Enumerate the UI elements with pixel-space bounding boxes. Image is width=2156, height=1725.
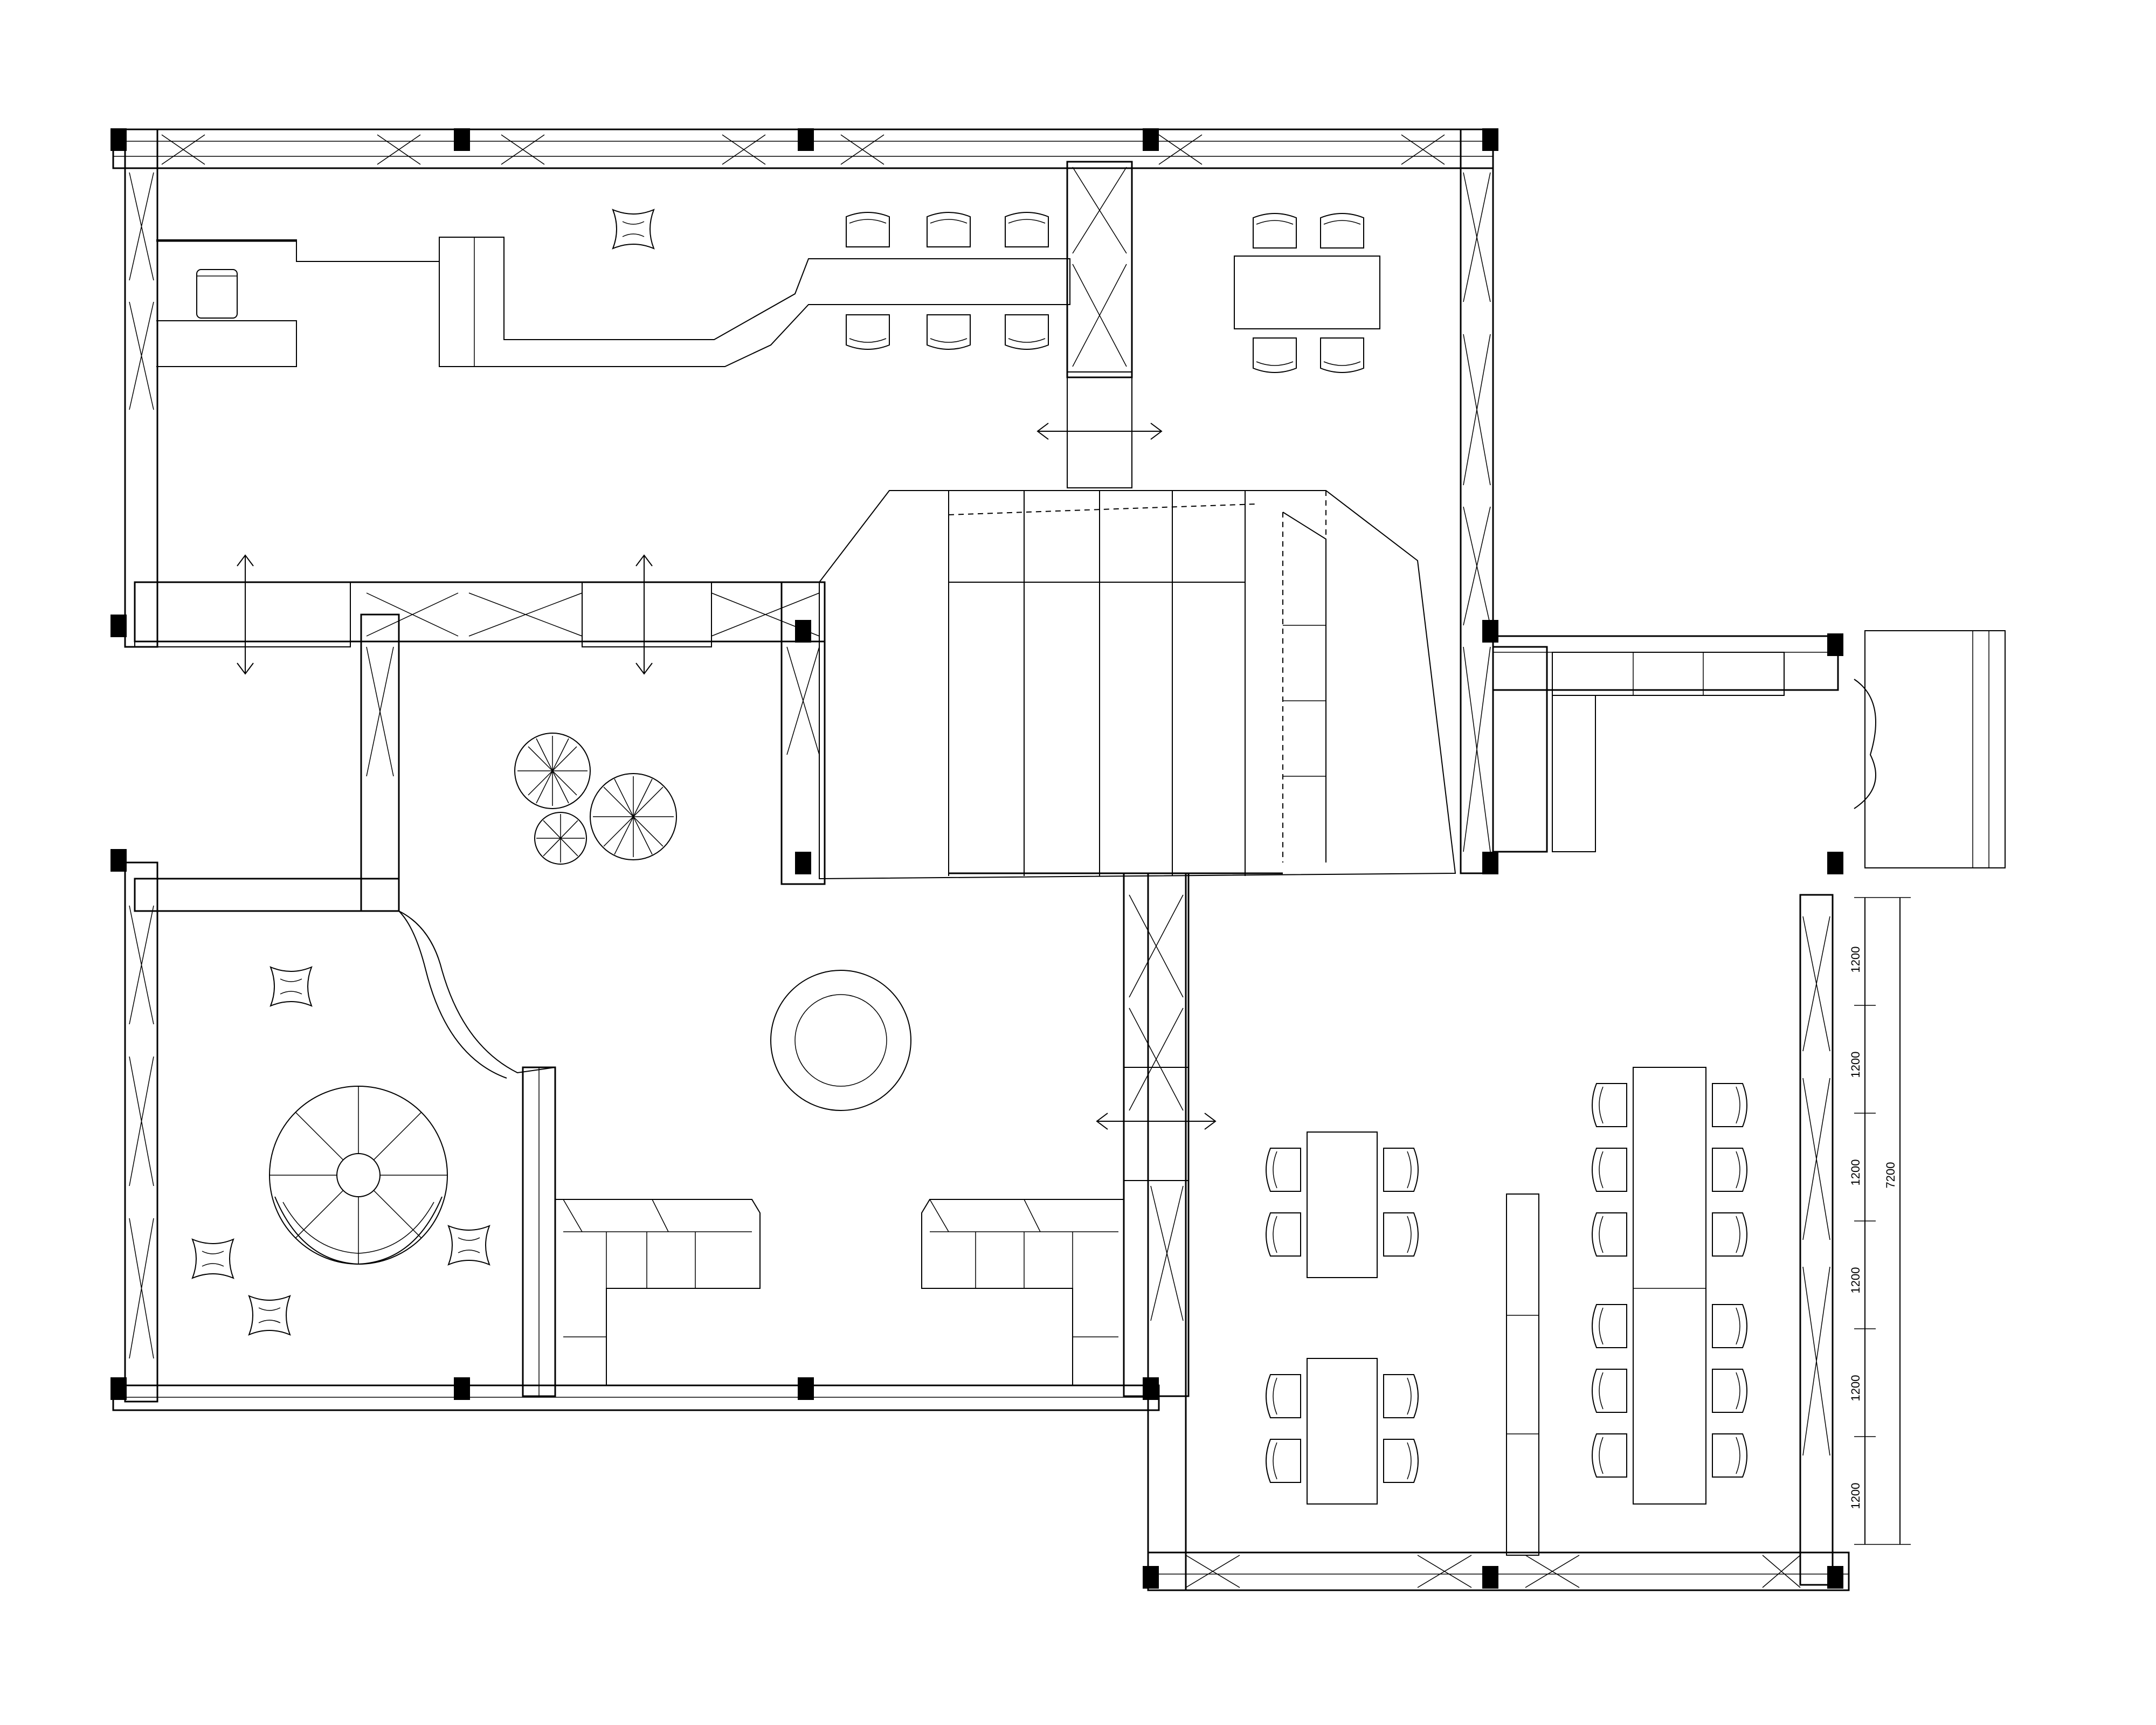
reception-counter	[156, 237, 1070, 367]
dining-table-2	[1266, 1358, 1419, 1505]
window-bracing	[129, 134, 1830, 1588]
trees	[514, 733, 677, 865]
lounge-divider	[522, 1067, 556, 1397]
office-chair	[196, 269, 238, 319]
dim-total: 7200	[1884, 1162, 1897, 1189]
meeting-table	[1234, 213, 1380, 373]
entrance-annex	[1552, 630, 2006, 868]
round-seating	[269, 1086, 448, 1265]
dim-segment-5: 1200	[1849, 1375, 1862, 1402]
banquet-table	[1592, 1067, 1747, 1505]
dining-partition	[1506, 1193, 1539, 1556]
sliding-doors	[134, 371, 1217, 1181]
outer-walls	[112, 128, 1850, 1591]
bar-stools	[846, 212, 1049, 350]
lounge-curved-wall	[398, 910, 556, 1079]
floor-cushion	[612, 209, 654, 249]
staircase	[819, 490, 1456, 880]
dining-table-1	[1266, 1131, 1419, 1278]
round-rug	[770, 970, 911, 1111]
columns	[110, 128, 1843, 1589]
dim-segment-1: 1200	[1849, 947, 1862, 973]
dimension-chain: 1200 1200 1200 1200 1200 1200 7200	[1849, 897, 1911, 1545]
lounge-cushions	[192, 1225, 490, 1335]
sofa-left	[555, 1199, 761, 1386]
sofa-right	[921, 1199, 1124, 1386]
dim-segment-2: 1200	[1849, 1052, 1862, 1078]
dim-segment-4: 1200	[1849, 1267, 1862, 1294]
dim-segment-3: 1200	[1849, 1160, 1862, 1186]
floor-cushion	[270, 967, 312, 1006]
dim-segment-6: 1200	[1849, 1483, 1862, 1509]
